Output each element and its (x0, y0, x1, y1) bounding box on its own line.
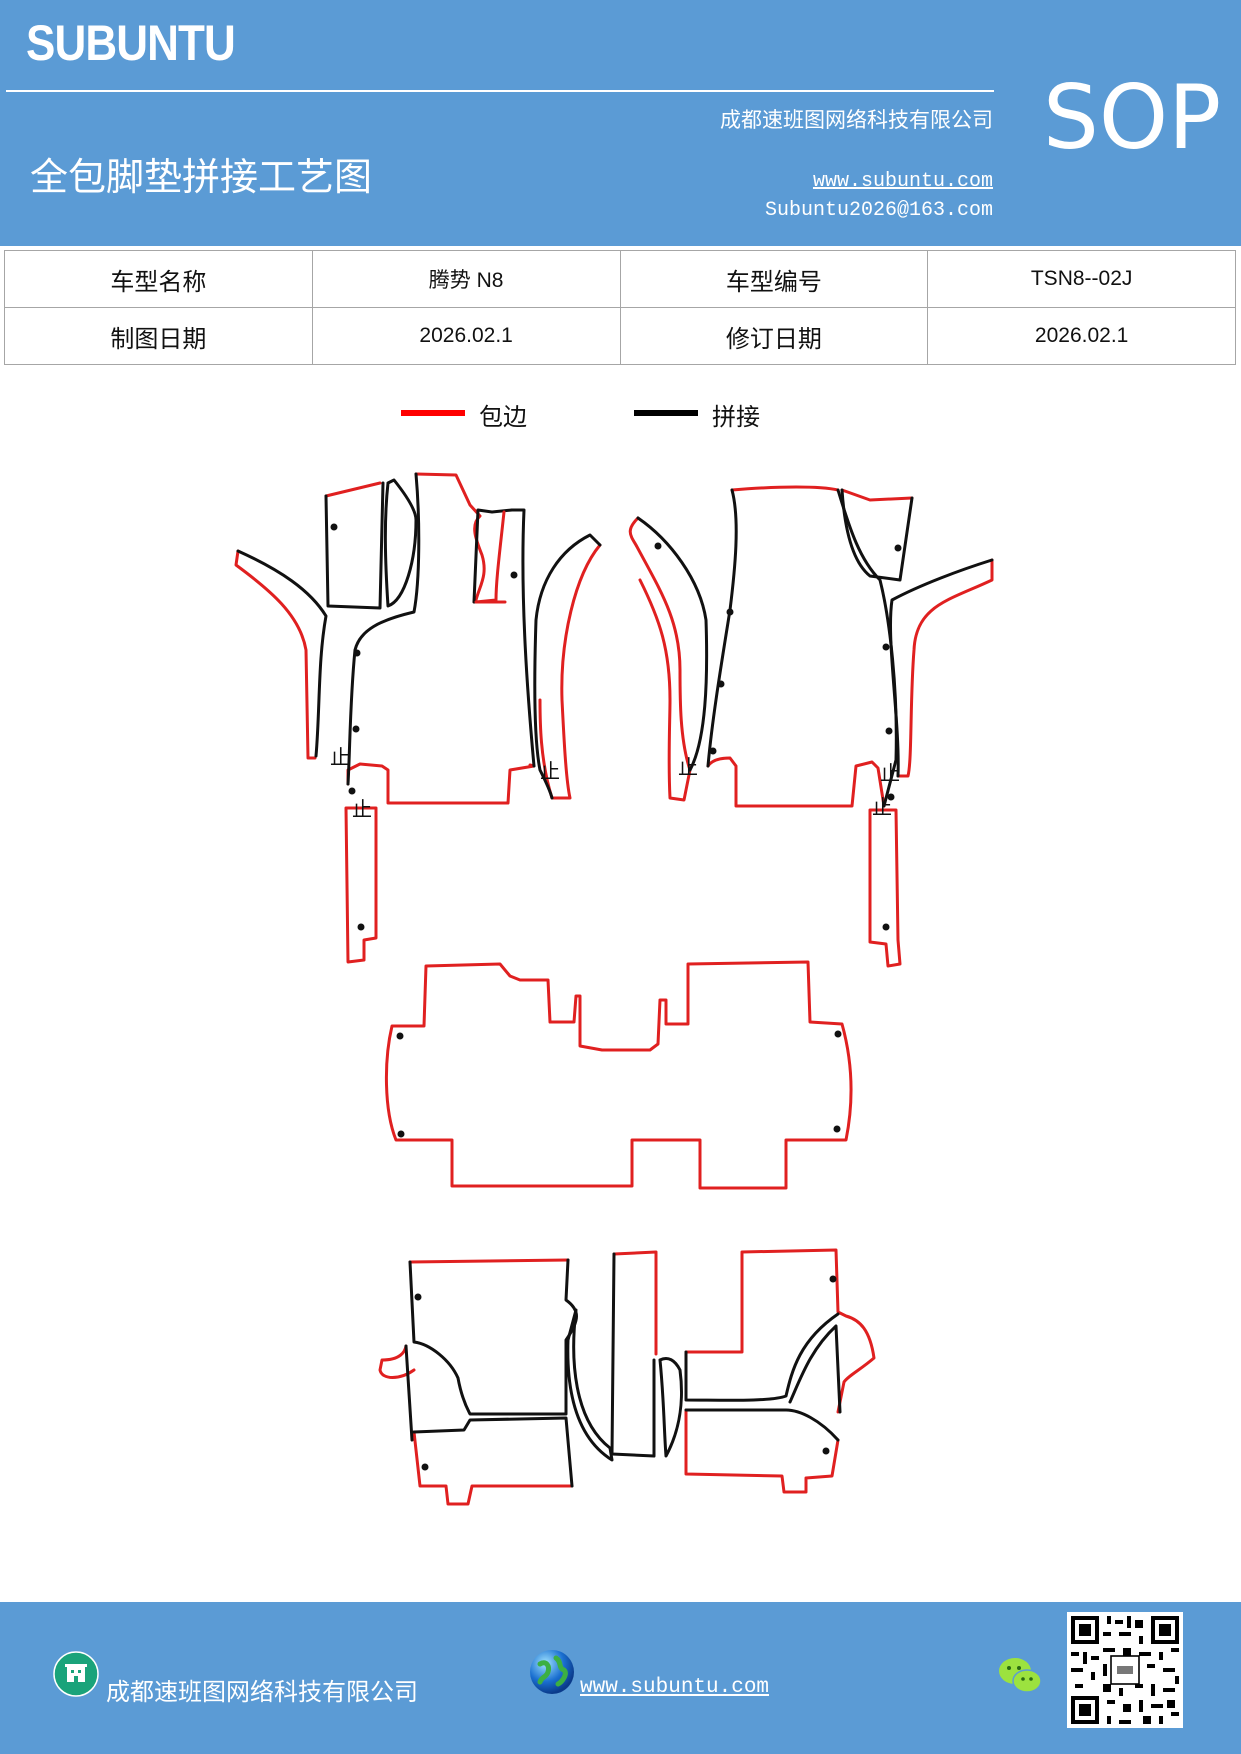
fixing-dot (882, 643, 890, 651)
table-row: 制图日期 2026.02.1 修订日期 2026.02.1 (4, 307, 1236, 365)
fl-lower-strip-edge (344, 806, 378, 964)
fixing-dot (352, 725, 360, 733)
fixing-dot (717, 680, 725, 688)
footer-website-link[interactable]: www.subuntu.com (580, 1676, 770, 1699)
fl-main-mat-seam (346, 472, 514, 786)
fr-main-mat-edge (706, 485, 886, 808)
tr-center-strip-seam (610, 1252, 656, 1458)
revision-date-value: 2026.02.1 (927, 307, 1236, 365)
model-code-value: TSN8--02J (927, 250, 1236, 308)
fixing-dot (822, 1447, 830, 1455)
table-row: 车型名称 腾势 N8 车型编号 TSN8--02J (4, 250, 1236, 308)
model-name-label: 车型名称 (4, 250, 313, 308)
company-icon (53, 1651, 99, 1697)
stop-mark: 止 (880, 761, 900, 785)
floor-mat-diagram: 止 止 止 止 止 止 (234, 472, 994, 1506)
header-divider (6, 90, 994, 92)
globe-icon (530, 1650, 574, 1694)
fr-tunnel-edge (628, 516, 692, 802)
revision-date-label: 修订日期 (619, 307, 929, 365)
model-name-value: 腾势 N8 (311, 250, 621, 308)
fl-middle-strip-seam (383, 478, 418, 608)
fixing-dot (829, 1275, 837, 1283)
fixing-dot (397, 1130, 405, 1138)
legend-seam-swatch (634, 410, 698, 416)
fixing-dots (330, 523, 902, 1471)
tr-right-edge (684, 1248, 876, 1494)
fr-tunnel-seam (636, 516, 709, 772)
fixing-dot (833, 1125, 841, 1133)
fr-corner-piece-edge (840, 488, 914, 502)
front-right-group (628, 485, 994, 968)
fl-upper-panel-seam (324, 481, 385, 610)
wechat-icon[interactable] (996, 1654, 1044, 1698)
tr-left-seam (404, 1258, 578, 1488)
legend-edge-label: 包边 (479, 403, 527, 431)
fixing-dot (353, 649, 361, 657)
sop-badge: SOP (1043, 66, 1222, 169)
fl-tunnel-edge (538, 543, 602, 800)
fl-side-wing-seam (236, 549, 328, 758)
fixing-dot (882, 923, 890, 931)
fr-main-mat-seam (706, 488, 898, 808)
page-title: 全包脚垫拼接工艺图 (30, 155, 373, 199)
legend-seam-label: 拼接 (712, 403, 760, 431)
vehicle-info-table: 车型名称 腾势 N8 车型编号 TSN8--02J 制图日期 2026.02.1… (4, 250, 1236, 365)
fr-corner-piece-seam (840, 488, 914, 582)
tr-center-strip-edge (612, 1250, 658, 1356)
header-banner: SUBUNTU 成都速班图网络科技有限公司 全包脚垫拼接工艺图 www.subu… (0, 0, 1241, 246)
legend-edge-swatch (401, 410, 465, 416)
model-code-label: 车型编号 (619, 250, 929, 308)
tr-right-seam (684, 1312, 842, 1442)
fixing-dot (894, 544, 902, 552)
footer-company: 成都速班图网络科技有限公司 (106, 1678, 418, 1706)
fr-side-wing-edge (896, 558, 994, 778)
fr-lower-strip-edge (868, 808, 902, 968)
fixing-dot (726, 608, 734, 616)
stop-mark: 止 (540, 759, 560, 783)
footer-banner: 成都速班图网络科技有限公司 www.subuntu.com (0, 1602, 1241, 1754)
third-row-group (378, 1248, 876, 1506)
fl-narrow-strip-seam (510, 508, 536, 768)
fixing-dot (887, 793, 895, 801)
fixing-dot (834, 1030, 842, 1038)
draw-date-value: 2026.02.1 (311, 307, 621, 365)
fl-narrow-strip-edge (474, 510, 506, 604)
tr-center-inner-seam (566, 1308, 683, 1462)
stop-marks: 止 止 止 止 止 止 (330, 745, 900, 821)
fixing-dot (654, 542, 662, 550)
fixing-dot (348, 787, 356, 795)
stop-mark: 止 (678, 755, 698, 779)
brand-logo: SUBUNTU (26, 15, 236, 71)
fixing-dot (414, 1293, 422, 1301)
stop-mark: 止 (352, 797, 372, 821)
header-website-link[interactable]: www.subuntu.com (812, 170, 993, 193)
fl-side-wing-edge (234, 549, 317, 760)
fl-tunnel-seam (533, 533, 602, 800)
fixing-dot (709, 747, 717, 755)
header-company: 成都速班图网络科技有限公司 (720, 108, 993, 132)
stop-mark: 止 (872, 795, 892, 819)
fixing-dot (357, 923, 365, 931)
stop-mark: 止 (330, 745, 350, 769)
draw-date-label: 制图日期 (4, 307, 313, 365)
fl-main-mat-edge (346, 472, 536, 805)
fl-upper-panel-edge (324, 481, 382, 498)
rear-row-mat-edge (384, 960, 853, 1190)
front-left-group (234, 472, 602, 964)
qr-code (1067, 1612, 1183, 1728)
fixing-dot (330, 523, 338, 531)
fr-side-wing-seam (889, 558, 994, 778)
fixing-dot (421, 1463, 429, 1471)
fixing-dot (885, 727, 893, 735)
fixing-dot (396, 1032, 404, 1040)
fixing-dot (510, 571, 518, 579)
tr-left-edge (378, 1258, 574, 1506)
header-email: Subuntu2026@163.com (764, 199, 993, 222)
